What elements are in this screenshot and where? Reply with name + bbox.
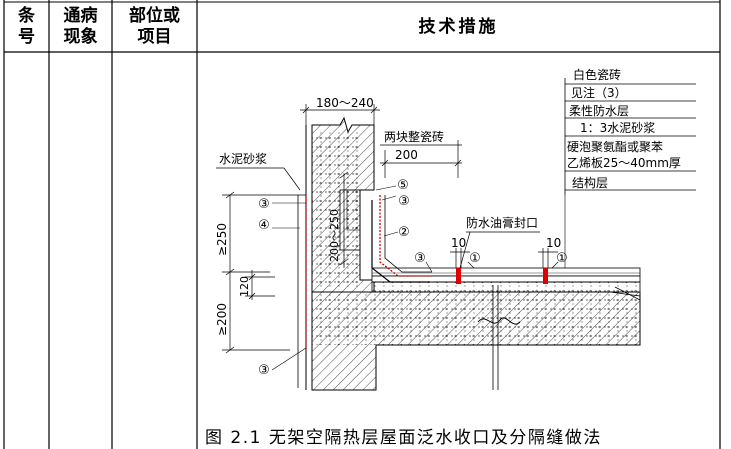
callout-1a-label: ①: [469, 251, 481, 266]
dim-left: ≥250 ≥200 120: [215, 191, 306, 354]
header-col-measures-label: 技术措施: [418, 16, 499, 37]
callout-4: ④: [258, 218, 300, 233]
header-col-location-line2: 项目: [137, 27, 172, 47]
roof-structure: [311, 267, 641, 391]
callout-2-label: ②: [398, 225, 410, 240]
callouts: ① ① ② ③ ③ ③ ③ ④: [258, 178, 568, 378]
dim-200-top: 200: [395, 148, 418, 162]
label-sealant: 防水油膏封口: [466, 215, 538, 230]
legend-cement-mortar: 1：3水泥砂浆: [580, 120, 655, 135]
callout-1a: ①: [467, 251, 481, 269]
callout-5: ⑤: [375, 178, 409, 193]
legend-insulation-line2: 乙烯板25～40mm厚: [567, 156, 681, 170]
header-col-measures: 技术措施: [197, 2, 720, 52]
callout-3d-label: ③: [258, 363, 270, 378]
callout-1b-label: ①: [556, 251, 568, 266]
layer-legend: 白色瓷砖 见注（3） 柔性防水层 1：3水泥砂浆 硬泡聚氨酯或聚苯 乙烯板25～…: [564, 67, 696, 195]
parapet-wall: [297, 116, 375, 390]
dim-10-a: 10: [451, 236, 466, 250]
header-col-defect-line2: 现象: [63, 27, 98, 47]
callout-3d: ③: [258, 347, 307, 378]
dim-120-label: 120: [238, 276, 251, 297]
callout-3b-label: ③: [398, 194, 410, 209]
header-col-number-line2: 号: [18, 27, 35, 47]
callout-3b: ③: [381, 194, 410, 209]
callout-2: ②: [383, 225, 410, 240]
callout-1b: ①: [551, 251, 568, 269]
dim-200-left-label: ≥200: [215, 303, 229, 336]
callout-3a-label: ③: [258, 197, 270, 212]
dim-parapet-width: 180～240: [300, 96, 380, 128]
dim-parapet-label: 180～240: [316, 96, 374, 110]
dim-two-tiles: 两块整瓷砖 200: [380, 129, 462, 178]
callout-3c-label: ③: [414, 251, 426, 266]
label-two-tiles: 两块整瓷砖: [384, 129, 444, 144]
legend-white-tile: 白色瓷砖: [573, 67, 621, 82]
header-col-number: 条 号: [4, 2, 49, 52]
header-col-defect: 通病 现象: [49, 2, 112, 52]
callout-5-label: ⑤: [397, 178, 409, 193]
header-col-number-line1: 条: [18, 6, 35, 26]
header-col-location-line1: 部位或: [129, 6, 180, 26]
dim-vertical: 200～250: [328, 171, 349, 268]
dim-vertical-label: 200～250: [328, 209, 341, 262]
callout-4-label: ④: [258, 218, 270, 233]
sealant-joint-b: [543, 268, 548, 284]
callout-3c: ③: [414, 251, 433, 273]
callout-3a: ③: [258, 197, 306, 212]
label-mortar: 水泥砂浆: [219, 151, 267, 166]
legend-insulation-line1: 硬泡聚氨酯或聚苯: [567, 140, 663, 154]
sealant-annotations: 防水油膏封口 10 10: [450, 215, 561, 269]
label-mortar-group: 水泥砂浆: [216, 151, 301, 191]
flashing-upturn: [339, 189, 432, 283]
header-col-location: 部位或 项目: [112, 2, 197, 52]
legend-see-note: 见注（3）: [571, 85, 627, 100]
figure-caption: 图 2.1 无架空隔热层屋面泛水收口及分隔缝做法: [205, 428, 602, 448]
legend-structure: 结构层: [572, 175, 608, 190]
header-col-defect-line1: 通病: [63, 6, 98, 26]
legend-flexible-waterproof: 柔性防水层: [569, 103, 629, 118]
dim-10-b: 10: [546, 236, 561, 250]
sealant-joint-a: [456, 268, 461, 284]
dim-250-label: ≥250: [215, 223, 229, 256]
